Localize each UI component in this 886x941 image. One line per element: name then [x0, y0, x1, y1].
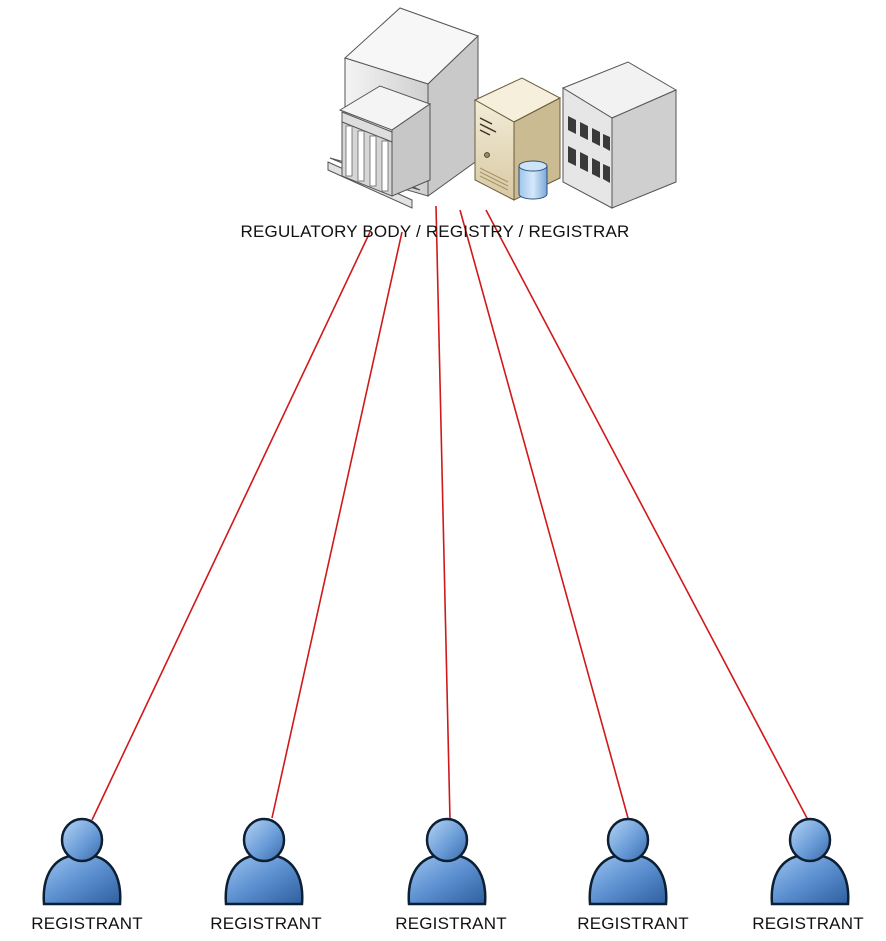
hub-icon-cluster [327, 7, 678, 209]
connector-line-2 [271, 231, 403, 819]
registrant-label-5: REGISTRANT [752, 914, 864, 933]
government-building-icon [327, 85, 432, 209]
server-icon [473, 77, 562, 201]
user-icon [42, 817, 122, 906]
registrant-label-2: REGISTRANT [210, 914, 322, 933]
registrant-icons [42, 817, 850, 906]
office-building-icon [561, 61, 678, 209]
connector-line-5 [485, 209, 809, 821]
user-icon [407, 817, 487, 906]
registrant-label-1: REGISTRANT [31, 914, 143, 933]
registrant-label-3: REGISTRANT [395, 914, 507, 933]
connector-line-4 [459, 209, 629, 819]
user-icon [224, 817, 304, 906]
connector-lines [91, 205, 809, 821]
database-icon [518, 160, 548, 200]
user-icon [770, 817, 850, 906]
user-icon [588, 817, 668, 906]
hub-label: REGULATORY BODY / REGISTRY / REGISTRAR [240, 222, 630, 241]
connector-line-3 [435, 205, 451, 821]
connector-line-1 [91, 231, 371, 821]
registrant-label-4: REGISTRANT [577, 914, 689, 933]
